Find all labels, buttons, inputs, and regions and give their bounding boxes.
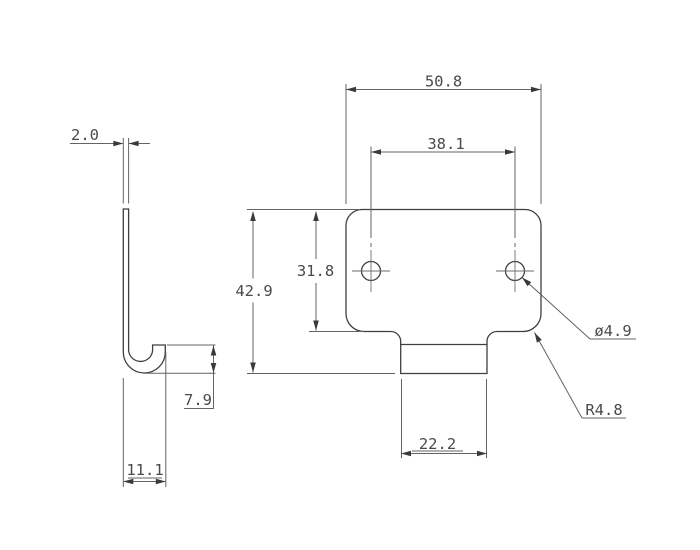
arrowhead	[210, 363, 217, 373]
leader-line	[521, 277, 591, 340]
arrowhead	[155, 478, 166, 485]
dim-hook-height: 7.9	[143, 344, 217, 409]
dim-tab-width: 22.2	[401, 379, 487, 458]
dim-label-body-height: 31.8	[297, 262, 334, 280]
dim-label-corner-radius: R4.8	[585, 401, 622, 419]
dim-overall-height: 42.9	[235, 209, 395, 374]
dim-label-thickness: 2.0	[71, 126, 99, 144]
dim-label-overall-width: 50.8	[425, 73, 462, 91]
arrowhead	[346, 86, 356, 93]
dim-label-hook-height: 7.9	[184, 391, 212, 409]
dim-thickness: 2.0	[70, 126, 150, 204]
leader-corner-radius: R4.8	[534, 332, 626, 419]
arrowhead	[371, 149, 381, 155]
arrowhead	[113, 140, 124, 147]
side-view-inner-profile	[127, 208, 166, 363]
arrowhead	[250, 211, 256, 221]
dim-hole-spacing: 38.1	[370, 135, 516, 247]
dim-label-tab-width: 22.2	[419, 435, 456, 453]
front-view-outline	[345, 208, 542, 375]
arrowhead	[531, 86, 541, 93]
side-view	[122, 208, 166, 374]
arrowhead	[210, 345, 217, 356]
arrowhead	[522, 277, 532, 287]
leader-line	[534, 332, 583, 419]
side-view-outer-profile	[122, 208, 166, 374]
dim-label-hook-depth: 11.1	[126, 461, 163, 479]
dim-overall-width: 50.8	[345, 73, 542, 204]
dim-body-height: 31.8	[297, 211, 364, 332]
dim-label-overall-height: 42.9	[235, 282, 272, 300]
arrowhead	[123, 478, 134, 485]
arrowhead	[477, 450, 487, 457]
dim-label-hole-spacing: 38.1	[427, 135, 464, 153]
arrowhead	[313, 320, 319, 331]
dim-hook-depth: 11.1	[122, 352, 167, 487]
arrowhead	[401, 450, 411, 457]
arrowhead	[505, 149, 515, 155]
arrowhead	[534, 332, 542, 343]
dim-label-hole-diameter: ø4.9	[594, 322, 631, 340]
arrowhead	[128, 140, 139, 147]
leader-hole-diameter: ø4.9	[521, 277, 636, 340]
front-view	[345, 208, 542, 375]
arrowhead	[250, 362, 256, 373]
arrowhead	[313, 211, 319, 221]
